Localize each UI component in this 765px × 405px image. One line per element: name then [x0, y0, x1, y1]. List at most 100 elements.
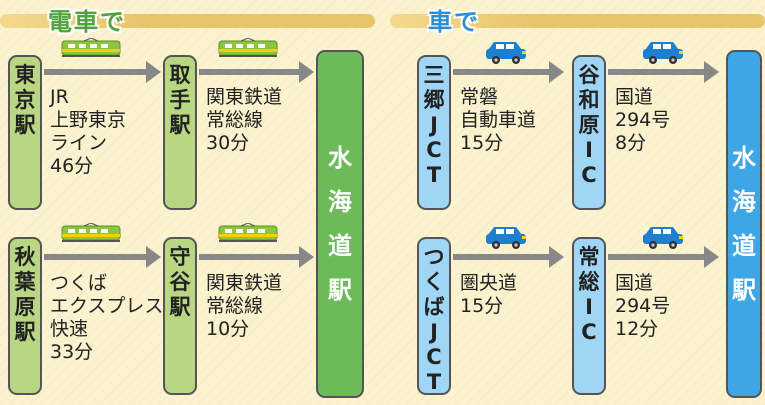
vertical-char: 和 — [578, 88, 600, 112]
route-text-line: 33分 — [50, 341, 94, 363]
vertical-char: 水 — [328, 144, 352, 172]
route-text-line: 12分 — [615, 318, 659, 340]
vertical-char: 水 — [732, 144, 756, 172]
vertical-char: 取 — [169, 63, 191, 87]
vertical-char: 原 — [14, 295, 36, 319]
vertical-char: 駅 — [328, 276, 352, 304]
tokyo-station-label: 東京駅 — [15, 63, 36, 138]
vertical-char: 駅 — [732, 276, 756, 304]
vertical-char: I — [585, 138, 593, 162]
arrow-line — [44, 69, 148, 75]
vertical-char: J — [430, 320, 438, 344]
vertical-char: 駅 — [169, 113, 191, 137]
vertical-char: C — [426, 345, 442, 369]
vertical-char: 手 — [169, 88, 191, 112]
route-text-line: 国道 — [615, 86, 654, 108]
route-text-line: 10分 — [206, 318, 250, 340]
vertical-char: 守 — [169, 245, 191, 269]
toride-station-label: 取手駅 — [170, 63, 191, 138]
vertical-char: 駅 — [14, 113, 36, 137]
car-icon — [641, 225, 685, 255]
route-text-line: 自動車道 — [460, 109, 537, 131]
vertical-char: 総 — [578, 270, 600, 294]
route-text-line: 8分 — [615, 132, 647, 154]
train-section-title: 電車で — [48, 8, 126, 36]
vertical-char: ば — [423, 295, 445, 319]
vertical-char: 東 — [14, 63, 36, 87]
route-text-line: 圏央道 — [460, 272, 518, 294]
vertical-char: 駅 — [14, 320, 36, 344]
route-text-line: 30分 — [206, 132, 250, 154]
train-title-bar — [0, 14, 375, 28]
vertical-char: 道 — [732, 232, 756, 260]
car-icon — [484, 225, 528, 255]
vertical-char: 常 — [578, 245, 600, 269]
vertical-char: 原 — [578, 113, 600, 137]
route-text-line: つくば — [50, 272, 108, 294]
tokyo-station-box: 東京駅 — [8, 55, 42, 210]
route-text-line: 国道 — [615, 272, 654, 294]
arrow-line — [453, 69, 551, 75]
route-text-line: 15分 — [460, 132, 504, 154]
route-text-line: 関東鉄道 — [206, 86, 283, 108]
vertical-char: 京 — [14, 88, 36, 112]
arrow-line — [608, 254, 706, 260]
vertical-char: 海 — [732, 188, 756, 216]
mitsukaido-station-label: 水海道駅 — [328, 136, 352, 312]
train-icon — [60, 222, 122, 249]
vertical-char: つ — [423, 245, 445, 269]
route-text-line: 46分 — [50, 155, 94, 177]
arrow-line — [199, 69, 301, 75]
akihabara-station-box: 秋葉原駅 — [8, 237, 42, 395]
mitsukaido-station-box-car: 水海道駅 — [726, 50, 762, 398]
car-title-bar — [390, 14, 765, 28]
route-text-line: 関東鉄道 — [206, 272, 283, 294]
arrow-head-icon — [299, 61, 314, 83]
vertical-char: 郷 — [423, 88, 445, 112]
car-icon — [484, 40, 528, 70]
car-section-title: 車で — [428, 8, 480, 36]
vertical-char: J — [430, 113, 438, 137]
arrow-head-icon — [146, 246, 161, 268]
moriya-station-box: 守谷駅 — [163, 237, 197, 395]
arrow-line — [44, 254, 148, 260]
route-text-line: 快速 — [50, 318, 89, 340]
car-icon — [641, 40, 685, 70]
train-icon — [217, 222, 279, 249]
route-text-line: 常総線 — [206, 109, 264, 131]
route-text-line: エクスプレス — [50, 295, 164, 317]
arrow-head-icon — [549, 246, 564, 268]
vertical-char: C — [581, 163, 597, 187]
vertical-char: 谷 — [169, 270, 191, 294]
vertical-char: 葉 — [14, 270, 36, 294]
akihabara-station-label: 秋葉原駅 — [15, 245, 36, 345]
arrow-head-icon — [704, 246, 719, 268]
arrow-line — [453, 254, 551, 260]
arrow-head-icon — [299, 246, 314, 268]
route-text-line: JR — [50, 86, 69, 108]
route-text-line: ライン — [50, 132, 108, 154]
vertical-char: 海 — [328, 188, 352, 216]
vertical-char: T — [426, 163, 442, 187]
mitsukaido-station-box-train: 水海道駅 — [316, 50, 364, 398]
mitsukaido-station-label: 水海道駅 — [732, 136, 756, 312]
vertical-char: く — [423, 270, 445, 294]
route-text-line: 15分 — [460, 295, 504, 317]
